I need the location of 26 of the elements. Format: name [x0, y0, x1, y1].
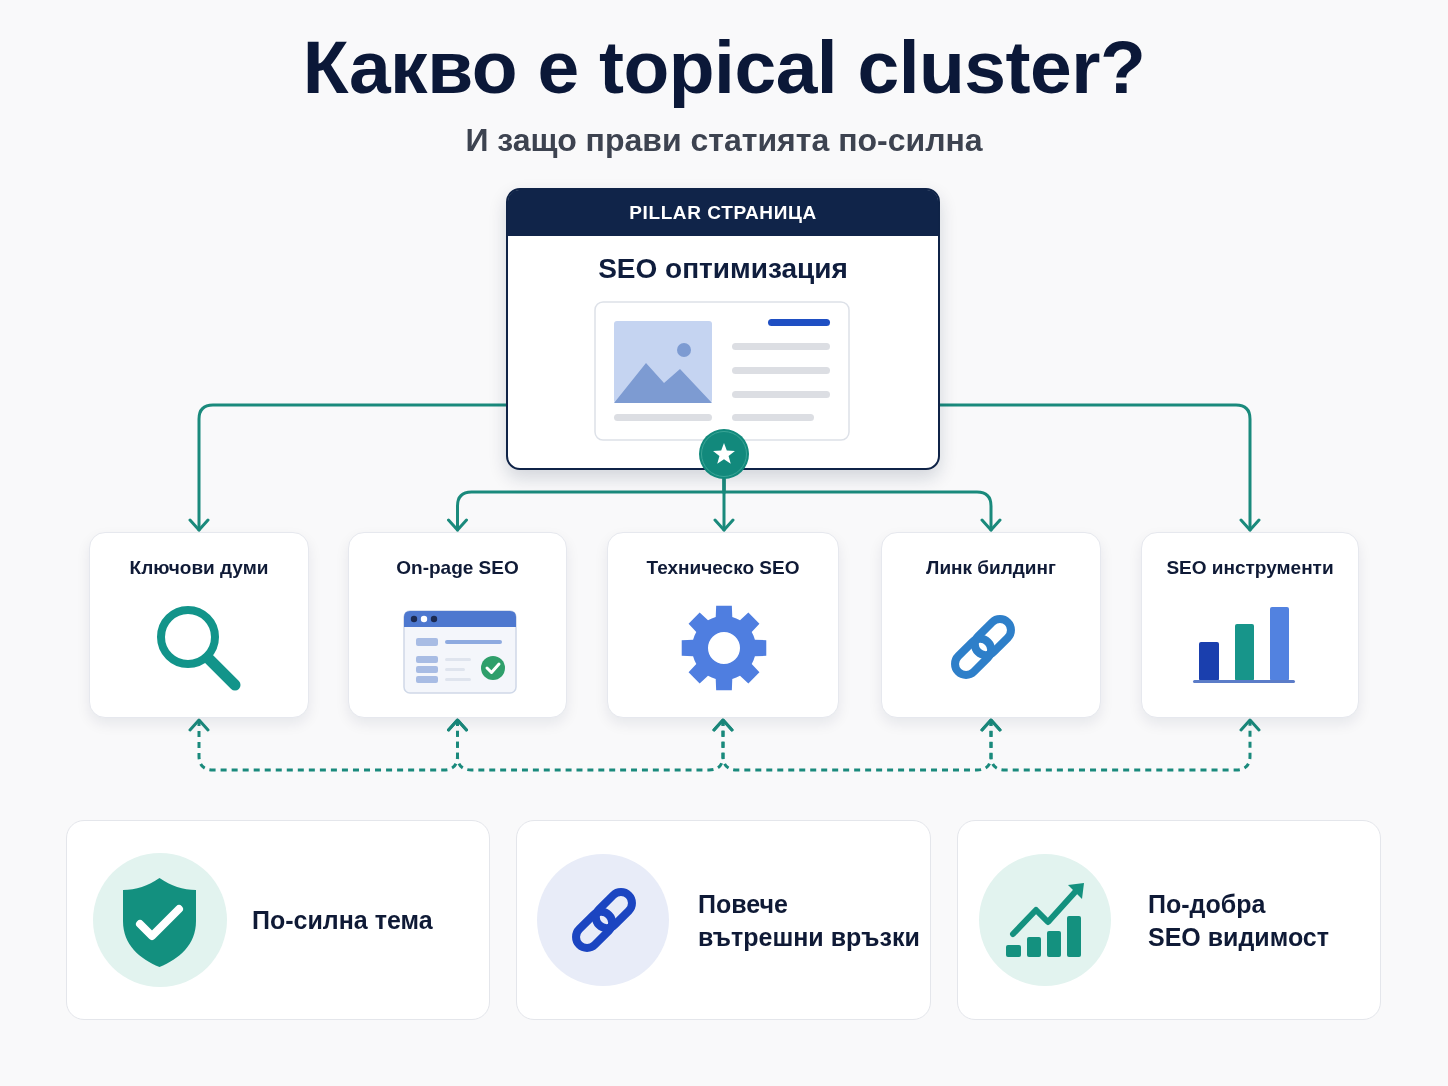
topic-card [607, 532, 839, 718]
pillar-page-card [506, 188, 940, 470]
card-title: SEO инструменти [1166, 557, 1334, 580]
card-title: On-page SEO [396, 557, 519, 580]
header-text: PILLAR СТРАНИЦА [629, 201, 817, 225]
benefit-card [516, 820, 931, 1020]
card-title: Линк билдинг [926, 557, 1056, 580]
connector-arrow [938, 403, 1261, 532]
benefit-card [957, 820, 1381, 1020]
title: Какво е topical cluster? [302, 26, 1146, 109]
star-badge-icon [699, 429, 749, 479]
card-title: Техническо SEO [646, 557, 800, 580]
page-title: SEO оптимизация [598, 252, 848, 286]
topic-card [89, 532, 309, 718]
card-title: Ключови думи [129, 557, 269, 580]
topic-card [881, 532, 1101, 718]
topic-card [348, 532, 567, 718]
benefit-label: Повече вътрешни връзки [698, 888, 920, 953]
benefit-label: По-добра SEO видимост [1148, 888, 1329, 953]
dashed-connector [980, 718, 1261, 772]
connector-arrow [722, 477, 1002, 532]
benefit-label: По-силна тема [252, 904, 433, 936]
topic-card [1141, 532, 1359, 718]
connector-arrow [188, 403, 508, 532]
benefit-card [66, 820, 490, 1020]
subtitle: И защо прави статията по-силна [465, 121, 983, 160]
